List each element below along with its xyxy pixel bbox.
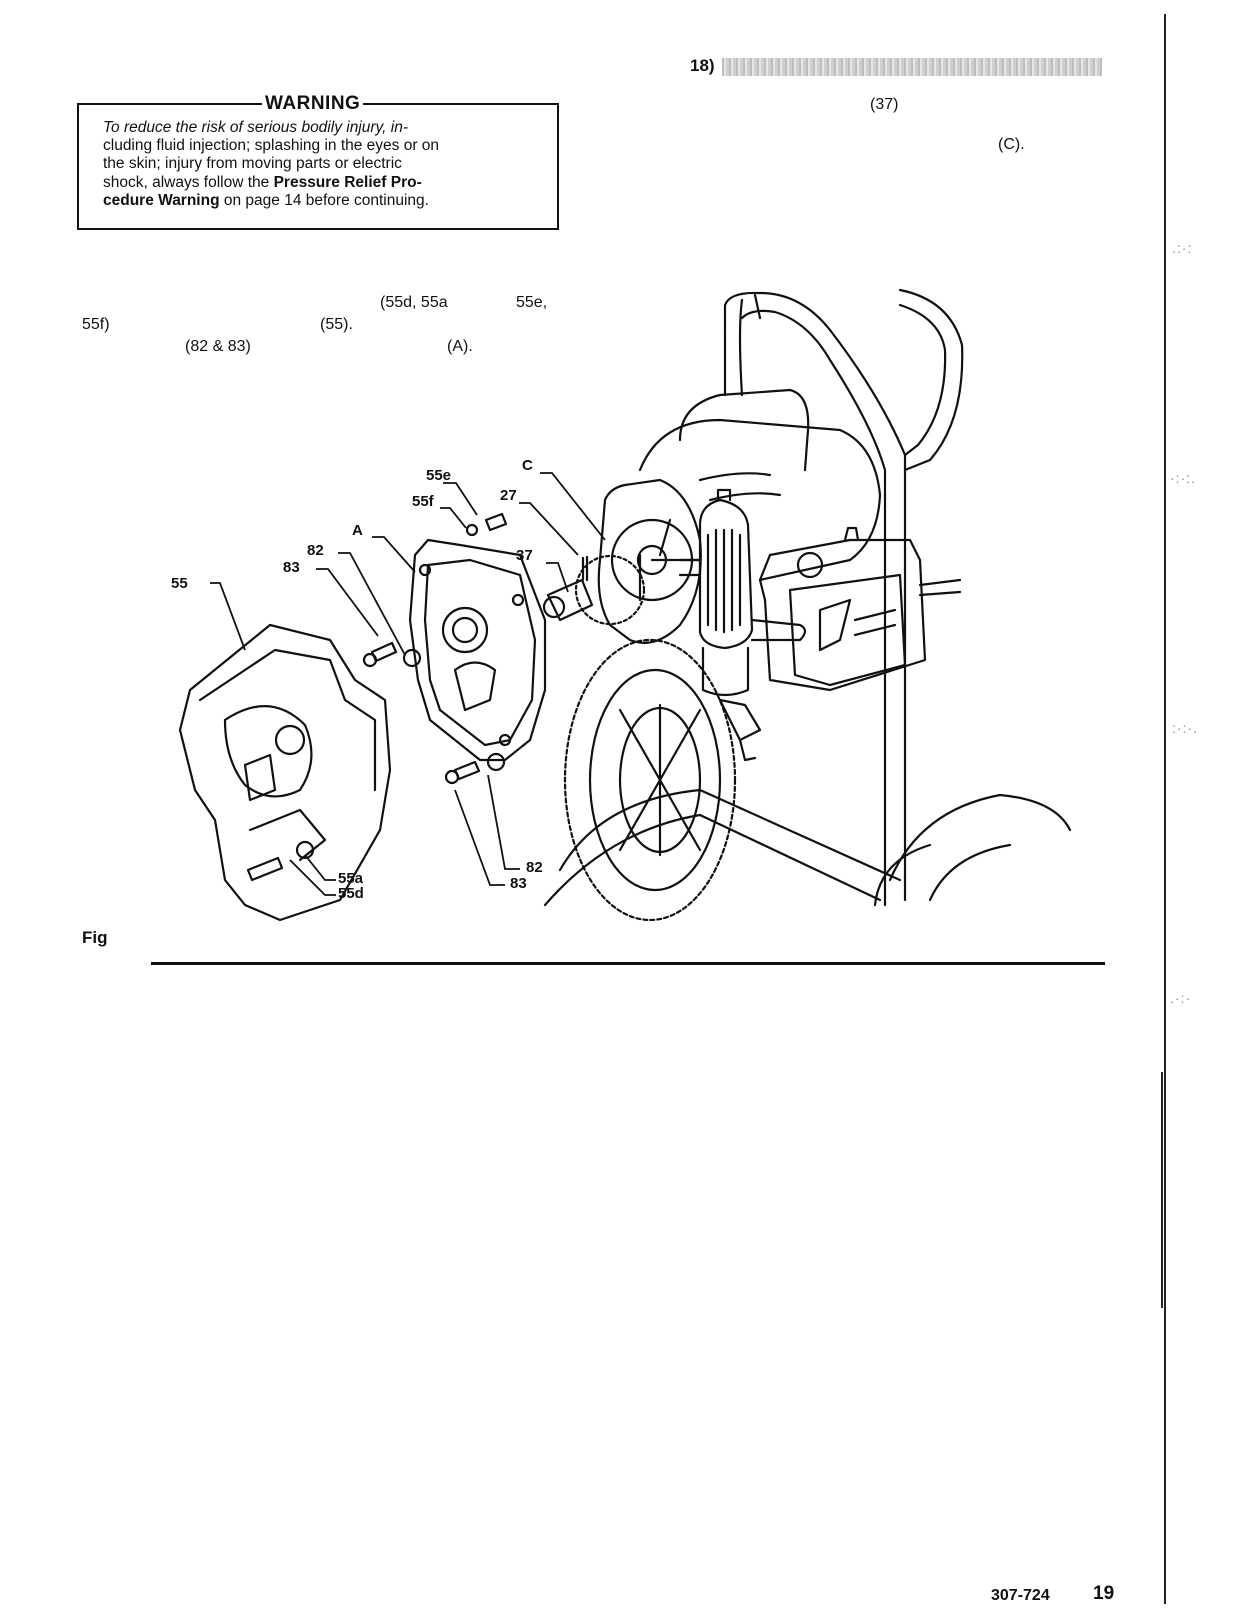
gear-housing <box>597 478 702 644</box>
coupling-37 <box>546 578 594 622</box>
callout-83-upper: 83 <box>283 559 300 576</box>
handle-frame <box>723 291 907 907</box>
callout-55: 55 <box>171 575 188 592</box>
warning-text: To reduce the risk of serious bodily inj… <box>103 119 549 210</box>
gear-cover-55 <box>178 623 392 922</box>
callout-55f: 55f <box>412 493 435 510</box>
drive-gear <box>574 554 646 626</box>
page-edge-line <box>1164 14 1166 1604</box>
scan-speck: .·:· <box>1170 990 1192 1006</box>
ref-c: (C). <box>998 136 1025 153</box>
warning-line-4: shock, always follow the Pressure Relief… <box>103 173 422 191</box>
motor-body <box>638 388 882 582</box>
screw-55e <box>484 512 508 532</box>
warning-title: WARNING <box>262 93 364 115</box>
callout-55e: 55e <box>426 467 451 484</box>
ref-37: (37) <box>870 96 899 113</box>
screw-55a <box>246 856 284 882</box>
figure-rule <box>151 962 1105 965</box>
axle <box>698 788 902 902</box>
callout-c: C <box>522 457 533 474</box>
pin-27 <box>581 555 589 582</box>
scan-speck: ·:·:. <box>1170 470 1196 486</box>
callout-82-upper: 82 <box>307 542 324 559</box>
callout-55d: 55d <box>338 885 364 902</box>
warning-line-5: cedure Warning on page 14 before continu… <box>103 191 429 209</box>
figure-label: Fig <box>82 928 108 947</box>
document-number: 307-724 <box>991 1587 1050 1604</box>
ref-a: (A). <box>447 338 473 355</box>
rear-wheel <box>873 793 1072 907</box>
bearing-housing-a <box>408 538 547 762</box>
front-wheel <box>563 638 737 922</box>
warning-line-3: the skin; injury from moving parts or el… <box>103 155 402 173</box>
step-number: 18) <box>690 56 715 75</box>
callout-27: 27 <box>500 487 517 504</box>
ref-82-83: (82 & 83) <box>185 338 251 355</box>
ref-55e: 55e, <box>516 294 548 311</box>
page-edge-line-secondary <box>1161 1072 1163 1308</box>
page-number: 19 <box>1093 1583 1115 1604</box>
callout-55a: 55a <box>338 870 364 887</box>
pump-cylinder <box>698 498 754 650</box>
ref-55f: 55f) <box>82 316 110 333</box>
scan-speck: :·:·. <box>1172 720 1198 736</box>
header-shaded-bar <box>722 58 1102 76</box>
ref-55d-55a: (55d, 55a <box>380 294 448 311</box>
ref-55: (55). <box>320 316 353 333</box>
callout-82-lower: 82 <box>526 859 543 876</box>
warning-line-1: To reduce the risk of serious bodily inj… <box>103 119 408 136</box>
callout-83-lower: 83 <box>510 875 527 892</box>
callout-37: 37 <box>516 547 533 564</box>
callout-a: A <box>352 522 363 539</box>
warning-line-2: cluding fluid injection; splashing in th… <box>103 137 440 155</box>
scan-speck: .:·: <box>1172 240 1193 256</box>
